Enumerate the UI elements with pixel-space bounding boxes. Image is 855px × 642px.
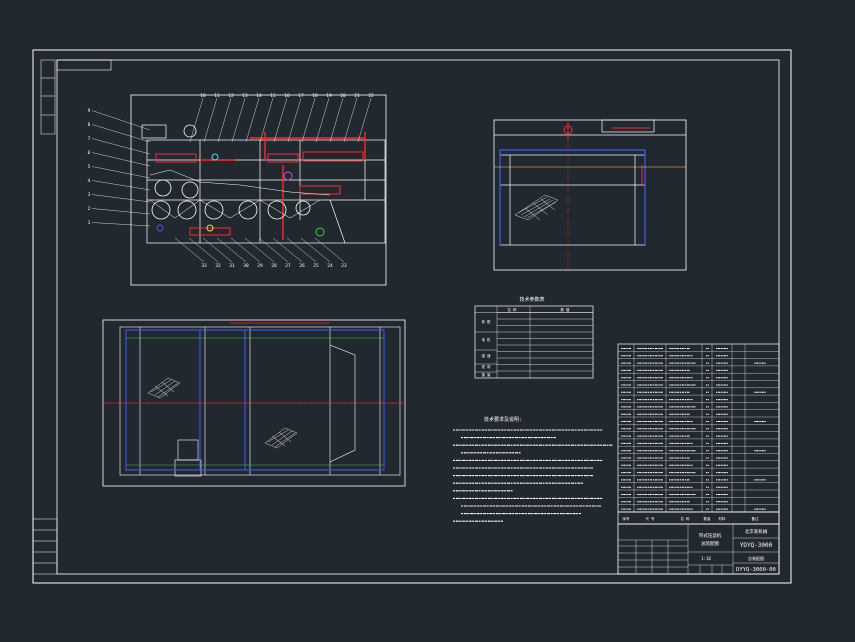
spec-group-3: 减 速 xyxy=(481,353,491,358)
side-view-frame xyxy=(493,119,687,271)
left-margin-strip xyxy=(32,59,58,575)
part-balloon-33: 33 xyxy=(201,263,207,269)
part-balloon-26: 26 xyxy=(299,263,305,269)
part-balloon-10: 10 xyxy=(200,93,206,99)
plan-view xyxy=(102,319,406,487)
part-balloon-29: 29 xyxy=(257,263,263,269)
spec-table-header-name: 名 称 xyxy=(507,307,517,312)
part-balloon-1: 1 xyxy=(88,220,91,226)
title-block-product-line-2: 总装配图 xyxy=(701,540,719,547)
spec-table: 技术参数表 名 称 数 值 参 数 电 机 减 速 滤 带 重 量 xyxy=(474,296,594,379)
parts-header-row: 序号 代 号 名 称 数量 材料 备注 xyxy=(617,511,780,525)
spec-group-4: 滤 带 xyxy=(481,364,491,369)
part-balloon-32: 32 xyxy=(215,263,221,269)
part-balloon-23: 23 xyxy=(341,263,347,269)
spec-table-header-value: 数 值 xyxy=(560,307,570,312)
part-balloon-9: 9 xyxy=(88,108,91,114)
parts-header-code: 代 号 xyxy=(645,516,655,521)
part-balloon-14: 14 xyxy=(256,93,262,99)
title-block-company: 北京某机械 xyxy=(745,528,768,535)
part-balloon-3: 3 xyxy=(88,192,91,198)
part-balloon-21: 21 xyxy=(354,93,360,99)
parts-header-remark: 备注 xyxy=(752,516,760,521)
part-balloon-19: 19 xyxy=(326,93,332,99)
part-balloon-11: 11 xyxy=(214,93,220,99)
part-balloon-18: 18 xyxy=(312,93,318,99)
side-view xyxy=(493,119,687,271)
front-view-frame xyxy=(130,94,387,286)
part-balloon-22: 22 xyxy=(368,93,374,99)
corner-tag xyxy=(56,59,112,71)
part-balloon-27: 27 xyxy=(285,263,291,269)
part-balloon-25: 25 xyxy=(313,263,319,269)
spec-group-2: 电 机 xyxy=(481,337,491,342)
part-balloon-7: 7 xyxy=(88,136,91,142)
part-balloon-5: 5 xyxy=(88,164,91,170)
parts-header-material: 材料 xyxy=(719,516,727,521)
part-balloon-16: 16 xyxy=(284,93,290,99)
part-balloon-13: 13 xyxy=(242,93,248,99)
spec-group-5: 重 量 xyxy=(481,372,491,377)
part-balloon-15: 15 xyxy=(270,93,276,99)
part-balloon-4: 4 xyxy=(88,178,91,184)
title-block-product-line-1: 带式压滤机 xyxy=(699,532,722,539)
part-balloon-24: 24 xyxy=(327,263,333,269)
parts-list xyxy=(617,343,780,513)
technical-requirements: 技术要求及说明: xyxy=(453,416,613,522)
spec-group-1: 参 数 xyxy=(481,319,491,324)
title-block-scale: 1:10 xyxy=(701,556,711,561)
inner-border xyxy=(56,59,780,575)
part-balloon-12: 12 xyxy=(228,93,234,99)
part-balloon-20: 20 xyxy=(340,93,346,99)
title-block-drawing-name: 总装配图 xyxy=(748,555,764,561)
title-block-drawing-no: DYYQ-3000-00 xyxy=(736,567,776,573)
part-balloon-31: 31 xyxy=(229,263,235,269)
requirements-title: 技术要求及说明: xyxy=(484,416,522,423)
parts-header-no: 序号 xyxy=(623,516,631,521)
parts-header-name: 名 称 xyxy=(680,516,690,521)
part-balloon-2: 2 xyxy=(88,206,91,212)
part-balloon-6: 6 xyxy=(88,150,91,156)
outer-border xyxy=(32,49,792,584)
part-balloon-8: 8 xyxy=(88,122,91,128)
spec-table-title: 技术参数表 xyxy=(519,296,544,303)
front-view-leaders xyxy=(91,97,372,263)
part-balloon-28: 28 xyxy=(271,263,277,269)
parts-header-qty: 数量 xyxy=(704,516,712,521)
title-block-model: YDYQ-3000 xyxy=(740,542,773,549)
part-balloon-17: 17 xyxy=(298,93,304,99)
part-balloon-30: 30 xyxy=(243,263,249,269)
side-view-hatch xyxy=(514,194,559,221)
title-block: 北京某机械 带式压滤机 总装配图 YDYQ-3000 总装配图 DYYQ-300… xyxy=(617,523,780,575)
